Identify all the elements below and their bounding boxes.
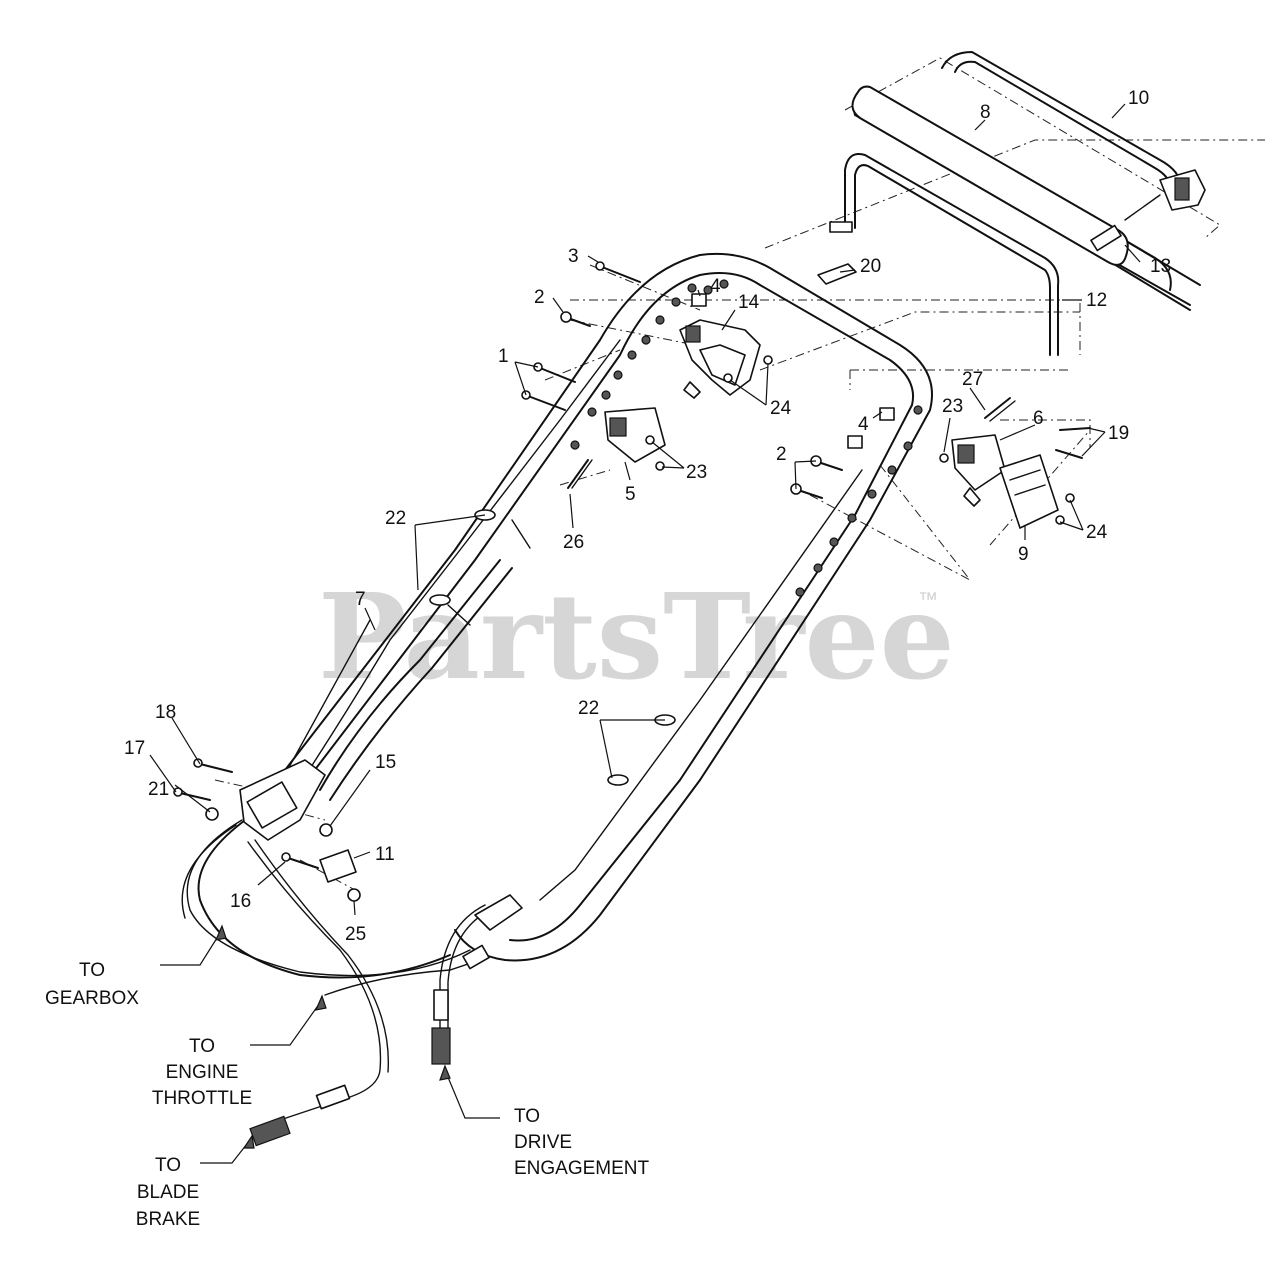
part-6-bracket [951, 434, 1006, 507]
callout-2: 2 [776, 444, 787, 465]
trademark-symbol: ™ [918, 589, 938, 611]
callout-21: 21 [148, 779, 169, 800]
leader-lines [149, 103, 1141, 1164]
callout-22: 22 [578, 698, 599, 719]
cable-labels: TO GEARBOX TO ENGINE THROTTLE TO DRIVE E… [45, 960, 650, 1230]
engine-throttle-label-line1: TO [189, 1036, 215, 1057]
callout-24: 24 [1086, 522, 1108, 543]
part-8-tube [851, 85, 1129, 266]
callout-18: 18 [155, 702, 176, 723]
callout-15: 15 [375, 752, 396, 773]
callout-1: 1 [498, 346, 509, 367]
callout-5: 5 [625, 484, 636, 505]
part-27-bolt [984, 397, 1016, 422]
callout-25: 25 [345, 924, 366, 945]
callout-23: 23 [686, 462, 707, 483]
callout-23: 23 [942, 396, 963, 417]
part-10-bail [941, 51, 1206, 211]
blade-brake-label-line2: BLADE [137, 1182, 199, 1203]
callout-11: 11 [375, 844, 395, 865]
part-13-pin [1090, 194, 1161, 252]
callout-4: 4 [710, 276, 721, 297]
engine-throttle-label-line2: ENGINE [166, 1062, 239, 1083]
callout-14: 14 [738, 292, 760, 313]
blade-brake-label-line1: TO [155, 1155, 181, 1176]
callout-6: 6 [1033, 408, 1044, 429]
drive-engagement-label-line3: ENGAGEMENT [514, 1158, 650, 1179]
callout-9: 9 [1018, 544, 1029, 565]
drive-engagement-label-line1: TO [514, 1106, 540, 1127]
engine-throttle-label-line3: THROTTLE [152, 1088, 252, 1109]
callout-numbers: 1 2 2 3 4 4 5 6 7 8 9 10 11 12 13 14 15 … [124, 88, 1171, 945]
callout-4: 4 [858, 414, 869, 435]
callout-19: 19 [1108, 423, 1129, 444]
callout-22: 22 [385, 508, 406, 529]
parts-tree-watermark: PartsTree [318, 567, 955, 706]
gearbox-label-line1: TO [79, 960, 105, 981]
part-9-plate [999, 454, 1059, 529]
part-14-control-housing [679, 319, 761, 399]
part-26-bolt [567, 459, 593, 489]
callout-20: 20 [860, 256, 881, 277]
part-20-decal [817, 263, 857, 285]
callout-3: 3 [568, 246, 579, 267]
callout-12: 12 [1086, 290, 1107, 311]
callout-26: 26 [563, 532, 584, 553]
callout-27: 27 [962, 369, 983, 390]
control-cables [181, 819, 491, 1147]
callout-13: 13 [1150, 256, 1171, 277]
callout-10: 10 [1128, 88, 1149, 109]
callout-16: 16 [230, 891, 251, 912]
drive-engagement-label-line2: DRIVE [514, 1132, 572, 1153]
gearbox-label-line2: GEARBOX [45, 988, 139, 1009]
callout-24: 24 [770, 398, 792, 419]
callout-17: 17 [124, 738, 145, 759]
part-12-lower-bar [829, 153, 1060, 356]
alignment-lines [214, 57, 1265, 891]
hardware [173, 261, 1091, 931]
part-5-bracket [604, 407, 666, 463]
callout-7: 7 [355, 589, 366, 610]
callout-2: 2 [534, 287, 545, 308]
callout-8: 8 [980, 102, 991, 123]
blade-brake-label-line3: BRAKE [136, 1209, 200, 1230]
